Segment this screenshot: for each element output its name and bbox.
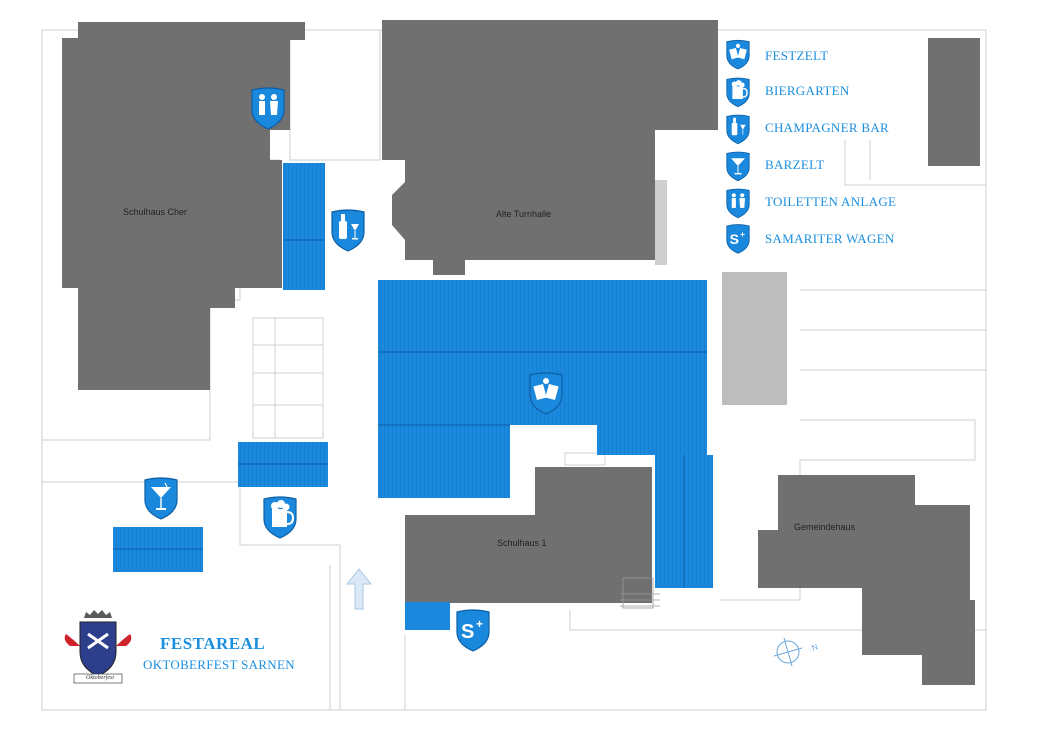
legend-label-festzelt: FESTZELT xyxy=(765,48,829,63)
champagne-icon xyxy=(331,209,365,252)
beer-mug-icon xyxy=(263,496,297,539)
map-title: FESTAREAL xyxy=(160,634,266,653)
legend-item-samariter: S + SAMARITER WAGEN xyxy=(722,223,895,259)
samaritan-icon: S + xyxy=(726,224,750,254)
legend-label-barzelt: BARZELT xyxy=(765,157,825,172)
champagner-bar-tent xyxy=(283,163,325,290)
beer-mugs-icon xyxy=(726,39,750,70)
legend-item-festzelt: FESTZELT xyxy=(722,38,892,74)
legend-label-samariter: SAMARITER WAGEN xyxy=(765,231,895,246)
building-schulhaus-1 xyxy=(405,467,652,603)
stairs xyxy=(620,577,660,609)
champagne-icon xyxy=(726,114,750,145)
building-gemeindehaus xyxy=(758,475,975,685)
building-alte-turnhalle xyxy=(382,20,718,275)
logo-banner-text: Oktoberfest xyxy=(86,675,114,681)
building-north-east xyxy=(928,38,980,166)
toilet-icon xyxy=(726,188,750,219)
entrance-arrow-icon xyxy=(345,568,373,610)
beer-mug-icon xyxy=(726,77,750,108)
samariter-area xyxy=(405,602,450,630)
legend-item-toiletten: TOILETTEN ANLAGE xyxy=(722,186,896,222)
cocktail-icon xyxy=(144,477,178,520)
label-gemeindehaus: Gemeindehaus xyxy=(794,522,856,532)
legend: FESTZELT BIERGARTEN CHAMPAGNER BAR BARZE… xyxy=(722,38,896,263)
legend-label-champagner-bar: CHAMPAGNER BAR xyxy=(765,120,889,135)
building-schulhaus-cher xyxy=(62,22,305,390)
legend-label-biergarten: BIERGARTEN xyxy=(765,83,850,98)
compass-icon xyxy=(773,637,803,667)
legend-item-biergarten: BIERGARTEN xyxy=(722,75,892,111)
map-symbols: S + xyxy=(144,87,563,652)
label-schulhaus-1: Schulhaus 1 xyxy=(497,538,547,548)
svg-text:+: + xyxy=(476,617,483,631)
svg-text:S: S xyxy=(461,621,474,643)
beer-mugs-icon xyxy=(529,372,563,415)
legend-item-champagner-bar: CHAMPAGNER BAR xyxy=(722,112,892,148)
cocktail-icon xyxy=(726,151,750,182)
label-alte-turnhalle: Alte Turnhalle xyxy=(496,209,552,219)
legend-label-toiletten: TOILETTEN ANLAGE xyxy=(765,194,897,209)
svg-text:+: + xyxy=(740,229,745,239)
label-schulhaus-cher: Schulhaus Cher xyxy=(123,207,188,217)
building-turnhalle-annex xyxy=(655,180,667,265)
svg-text:S: S xyxy=(730,231,739,247)
legend-item-barzelt: BARZELT xyxy=(722,149,892,185)
building-light-grey xyxy=(722,272,787,405)
buildings xyxy=(62,20,980,685)
oktoberfest-logo xyxy=(64,610,132,684)
map-subtitle: OKTOBERFEST SARNEN xyxy=(143,657,295,672)
toilet-icon xyxy=(251,87,285,130)
samaritan-icon: S + xyxy=(456,609,490,652)
